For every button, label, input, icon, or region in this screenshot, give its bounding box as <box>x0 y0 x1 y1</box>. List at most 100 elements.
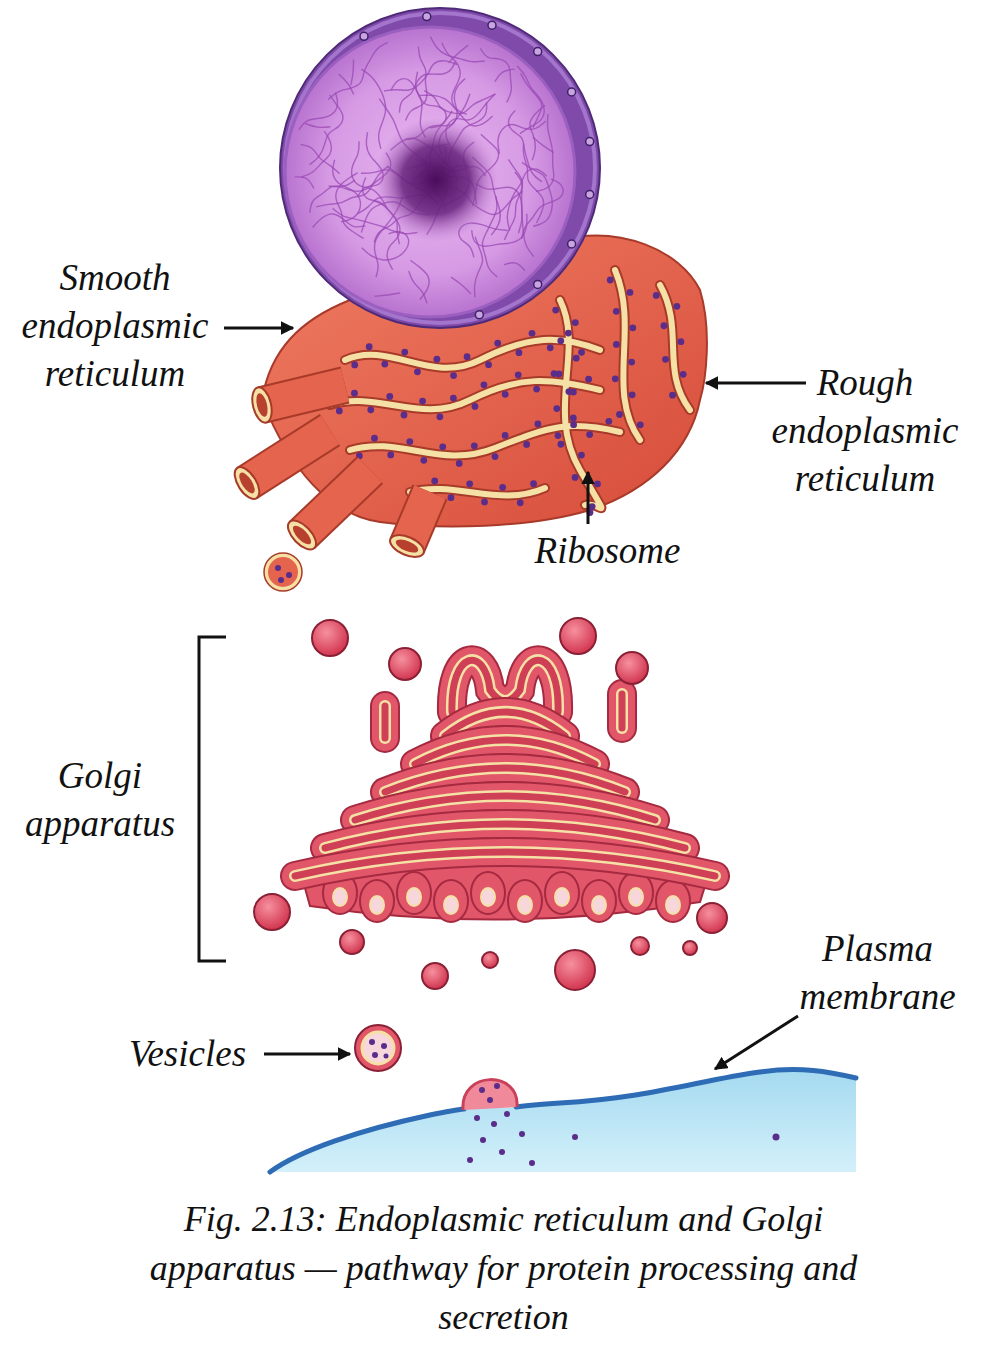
vesicle <box>697 903 727 933</box>
chromatin <box>424 91 496 114</box>
golgi-bud <box>545 872 579 914</box>
smooth-er-tube <box>283 470 370 554</box>
ribosome-dot <box>351 390 358 397</box>
bracket <box>199 637 226 961</box>
smooth-er-tube <box>290 523 314 547</box>
secreted-protein <box>474 1115 480 1121</box>
ribosome-dot <box>533 386 540 393</box>
ribosome-dot <box>578 349 585 356</box>
golgi-cisterna <box>619 694 626 728</box>
ribosome-dot <box>557 337 564 344</box>
membrane-line <box>270 1109 464 1172</box>
figure-caption: Fig. 2.13: Endoplasmic reticulum and Gol… <box>120 1195 887 1342</box>
golgi-bud <box>592 896 606 914</box>
golgi-bud <box>407 888 421 906</box>
ribosome-dot <box>439 443 446 450</box>
er-vesicle <box>266 555 300 589</box>
ribosome-dot <box>450 372 457 379</box>
ribosome-dot <box>492 453 499 460</box>
leader-arrow <box>715 1016 798 1069</box>
ribosome-dot <box>529 330 536 337</box>
er-fold <box>560 300 601 508</box>
secreted-protein <box>480 1137 486 1143</box>
smooth-er-tube <box>230 430 330 503</box>
golgi-bud <box>555 888 569 906</box>
golgi-bud <box>508 880 542 922</box>
secreted-protein <box>572 1134 578 1140</box>
vesicle <box>683 941 697 955</box>
smooth-er-tube <box>249 385 275 424</box>
golgi-cisterna <box>622 694 623 728</box>
golgi-cisterna <box>372 706 398 738</box>
golgi-bud <box>656 880 690 922</box>
vesicle <box>340 930 364 954</box>
vesicle <box>631 937 649 955</box>
er-fold <box>560 300 601 508</box>
ribosome-dot <box>515 371 522 378</box>
nucleus <box>285 27 575 317</box>
leader-arrow <box>224 327 293 330</box>
nucleus <box>280 8 600 328</box>
ribosome-dot <box>552 307 559 314</box>
nuclear-pore <box>475 311 483 319</box>
ribosome-dot <box>502 391 509 398</box>
ribosome-dot <box>336 407 343 414</box>
golgi-bud <box>360 880 394 922</box>
golgi-bud <box>629 888 643 906</box>
golgi-cisterna <box>295 852 715 876</box>
ribosome-dot <box>494 340 501 347</box>
smooth-er-tube <box>302 470 370 535</box>
smooth-er-tube <box>302 470 370 535</box>
nuclear-pore <box>360 32 368 40</box>
chromatin <box>313 214 366 228</box>
ribosome-dot <box>585 376 592 383</box>
ribosome-dot <box>629 324 636 331</box>
ribosome-dot <box>680 371 687 378</box>
smooth-er-tube <box>249 385 275 424</box>
ribosome-dot <box>594 481 601 488</box>
leader-arrow <box>706 382 806 385</box>
ribosome-dot <box>586 431 593 438</box>
nucleus <box>280 8 600 328</box>
chromatin <box>375 293 401 296</box>
golgi-bud <box>545 872 579 914</box>
ribosome-dot <box>386 393 393 400</box>
cargo-vesicle <box>381 1043 387 1049</box>
golgi-bud <box>582 880 616 922</box>
chromatin <box>384 61 457 91</box>
smooth-er-tube <box>387 531 427 562</box>
ribosome-dot <box>613 341 620 348</box>
ribosome-dot <box>431 477 438 484</box>
vesicle <box>312 620 348 656</box>
er-vesicle <box>264 553 302 591</box>
chromatin <box>301 131 331 177</box>
golgi-cisterna <box>609 694 635 728</box>
chromatin <box>475 237 483 298</box>
ribosome-dot <box>523 441 530 448</box>
ribosome-dot <box>557 441 564 448</box>
chromatin <box>410 260 429 299</box>
golgi-cisterna <box>382 706 389 738</box>
golgi-bud <box>471 872 505 914</box>
chromatin <box>530 105 545 160</box>
golgi-bud <box>397 872 431 914</box>
er-fold <box>660 285 690 410</box>
golgi-bud <box>518 896 532 914</box>
golgi-bud <box>666 896 680 914</box>
golgi-bud <box>397 872 431 914</box>
secreted-protein <box>499 1149 505 1155</box>
leader-arrow <box>587 472 590 524</box>
ribosome-dot <box>678 338 685 345</box>
nuclear-pore <box>568 88 576 96</box>
nuclear-pore <box>586 190 594 198</box>
cargo-vesicle <box>355 1025 401 1071</box>
ribosome-dot <box>464 353 471 360</box>
smooth-er-tube <box>262 385 345 405</box>
er-fold <box>350 426 620 456</box>
golgi-cisterna <box>295 852 715 876</box>
ribosome-dot <box>629 391 636 398</box>
er-vesicle <box>278 577 284 583</box>
golgi-bud <box>619 872 653 914</box>
ribosome-dot <box>578 452 585 459</box>
